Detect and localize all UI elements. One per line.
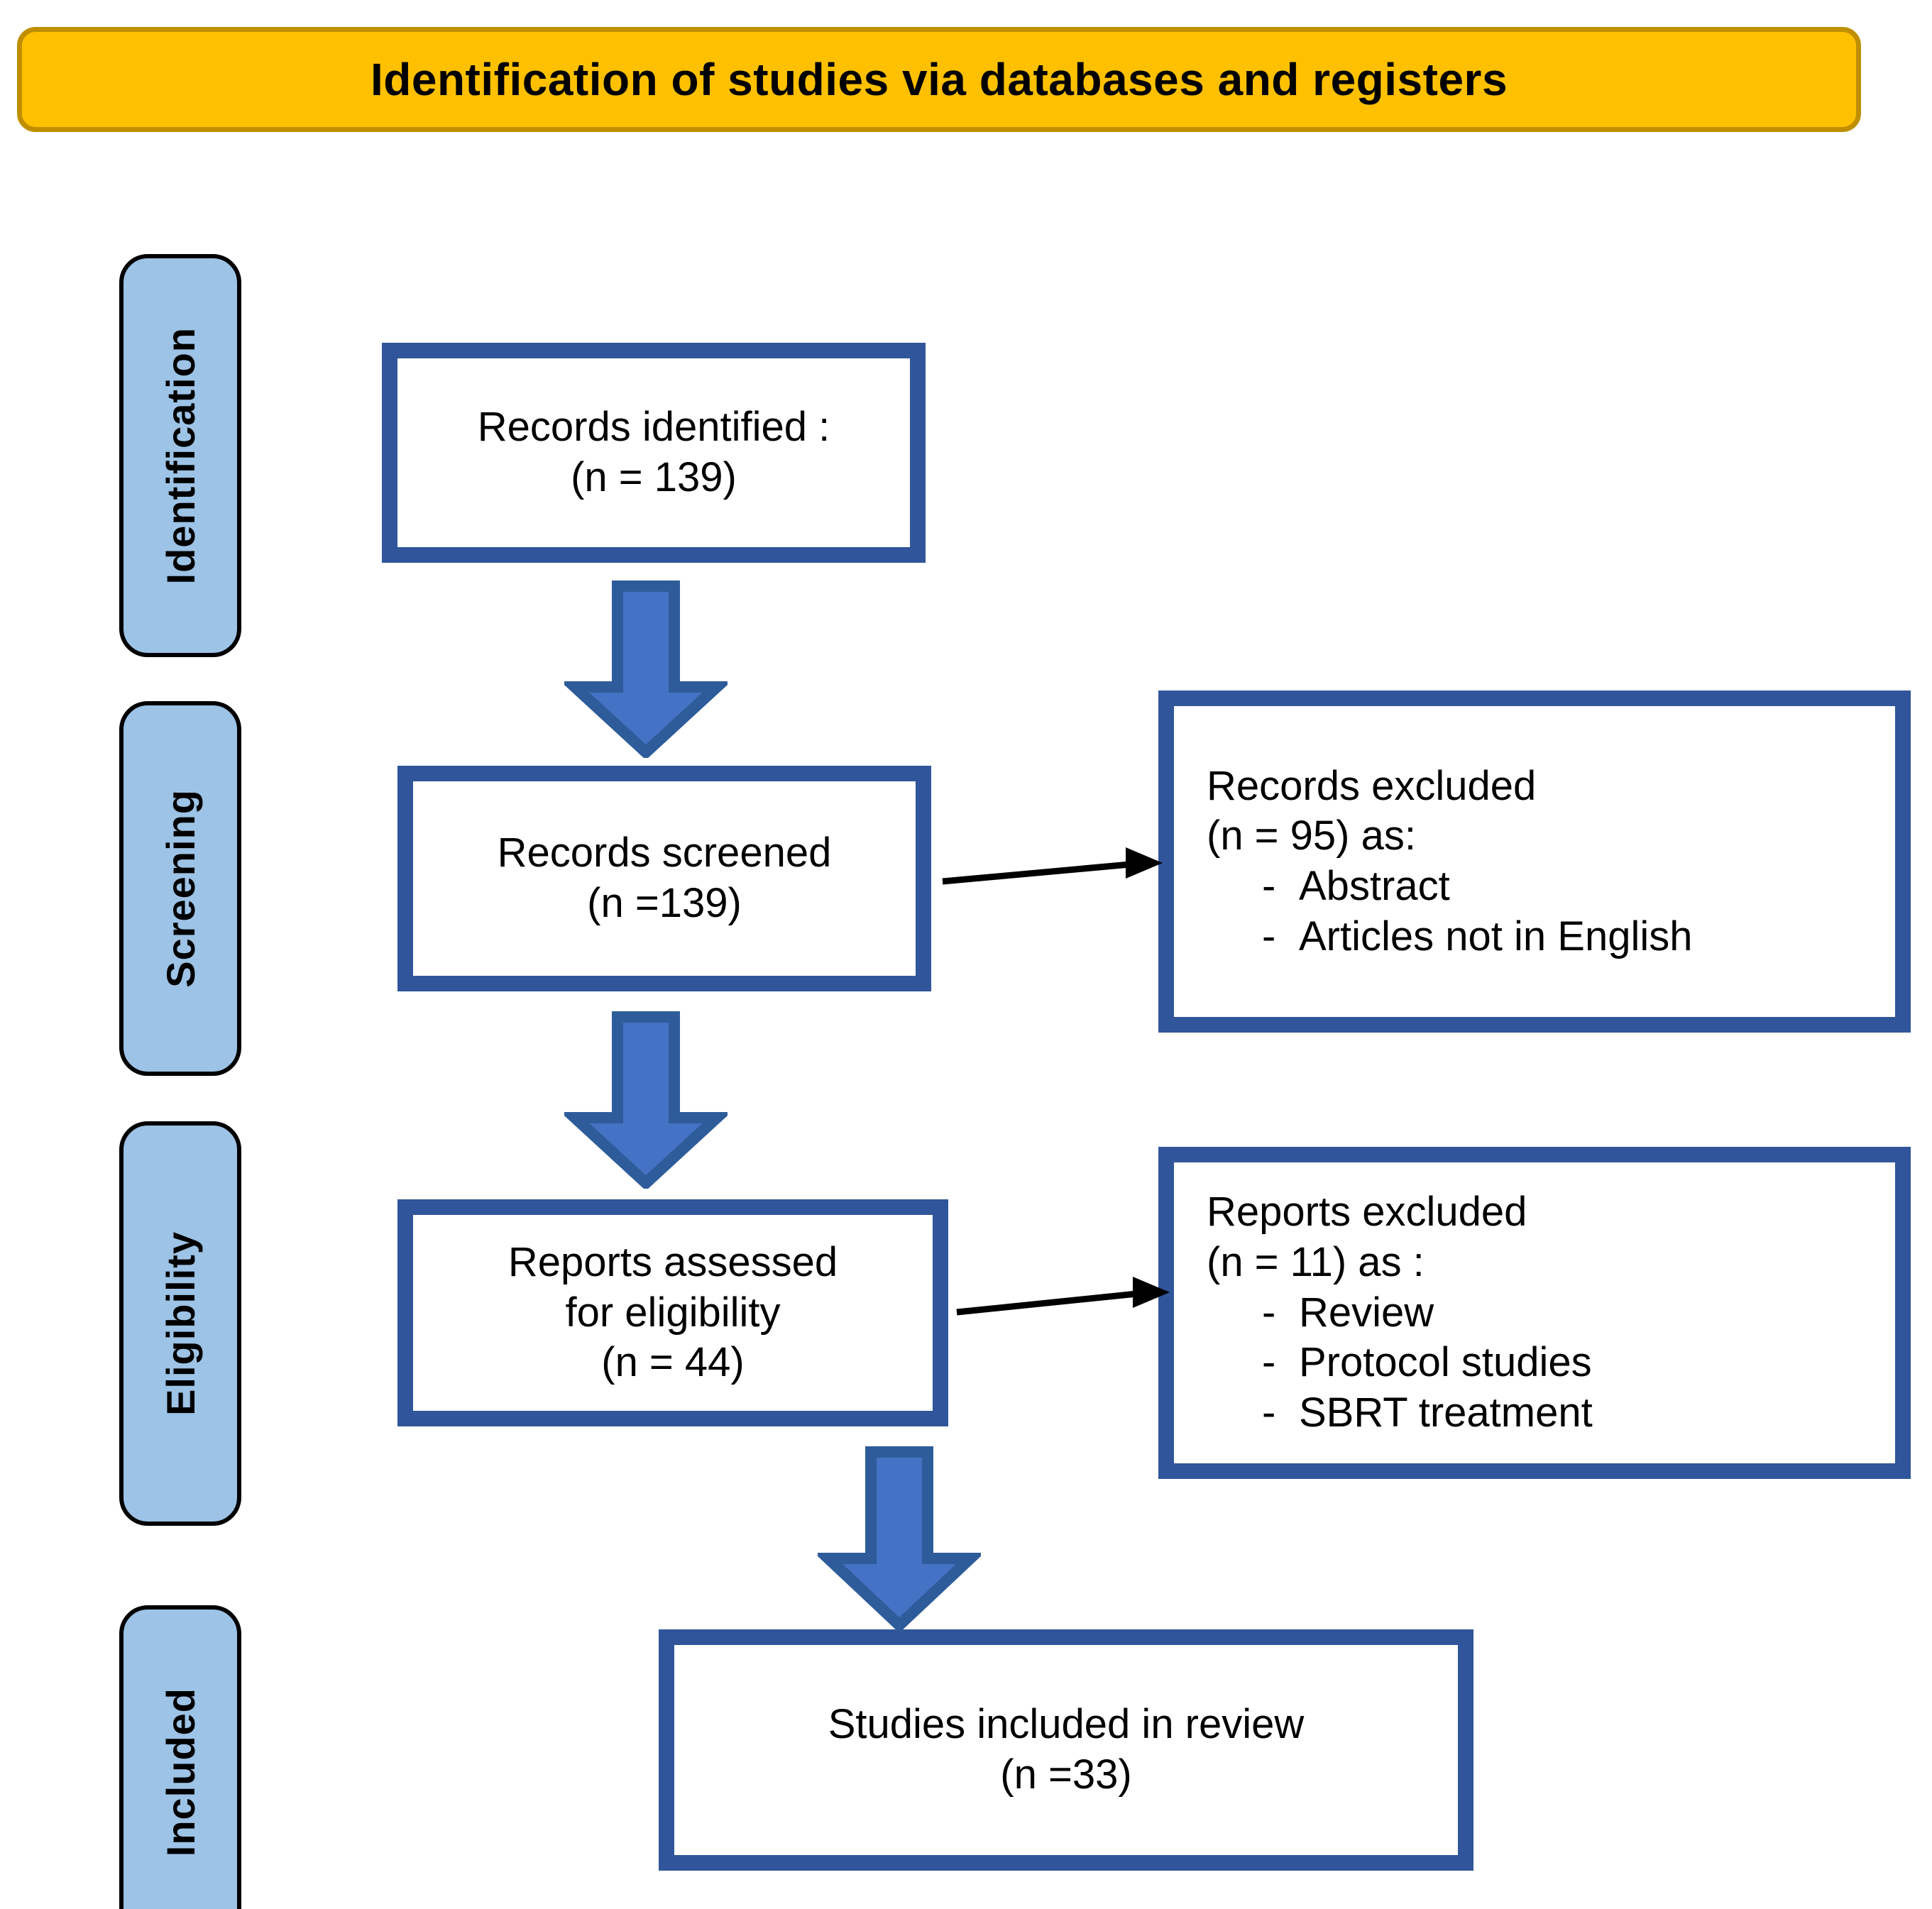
arrow-down-assessed-to-included bbox=[818, 1446, 981, 1631]
box-reports-excluded-bullet-1-text: Protocol studies bbox=[1299, 1339, 1592, 1386]
arrow-down-identified-to-screened bbox=[564, 581, 728, 758]
arrow-down-screened-to-assessed bbox=[564, 1011, 728, 1189]
stage-label-screening: Screening bbox=[119, 701, 241, 1076]
box-reports-assessed-line3: (n = 44) bbox=[601, 1339, 745, 1386]
box-records-excluded-bullet-1: - Articles not in English bbox=[1207, 912, 1692, 962]
box-reports-excluded-line1: Reports excluded bbox=[1207, 1189, 1527, 1236]
box-records-excluded: Records excluded (n = 95) as: - Abstract… bbox=[1158, 691, 1911, 1033]
bullet-marker-icon: - bbox=[1262, 1289, 1276, 1336]
box-studies-included: Studies included in review (n =33) bbox=[659, 1629, 1473, 1871]
stage-label-eligibility: Eligibility bbox=[119, 1121, 241, 1526]
page-title: Identification of studies via databases … bbox=[370, 54, 1508, 105]
connector-assessed-to-reports-excluded bbox=[956, 1277, 1170, 1316]
bullet-marker-icon: - bbox=[1262, 1339, 1276, 1386]
box-studies-included-line1: Studies included in review bbox=[828, 1701, 1305, 1748]
box-records-excluded-line1: Records excluded bbox=[1207, 762, 1537, 809]
box-reports-assessed-line2: for eligibility bbox=[565, 1289, 781, 1336]
box-records-identified: Records identified : (n = 139) bbox=[382, 343, 926, 563]
stage-label-eligibility-text: Eligibility bbox=[158, 1231, 203, 1416]
box-reports-excluded-bullet-2: - SBRT treatment bbox=[1207, 1388, 1593, 1438]
bullet-marker-icon: - bbox=[1262, 913, 1276, 959]
box-reports-excluded-bullet-1: - Protocol studies bbox=[1207, 1338, 1592, 1388]
stage-label-included-text: Included bbox=[158, 1687, 203, 1857]
stage-label-identification-text: Identification bbox=[158, 326, 203, 585]
box-reports-excluded-line2: (n = 11) as : bbox=[1207, 1238, 1425, 1285]
box-records-identified-line1: Records identified : bbox=[477, 404, 830, 451]
box-reports-excluded-bullet-2-text: SBRT treatment bbox=[1299, 1390, 1593, 1436]
stage-label-identification: Identification bbox=[119, 254, 241, 657]
box-records-screened: Records screened (n =139) bbox=[397, 766, 931, 991]
header-banner: Identification of studies via databases … bbox=[17, 27, 1861, 132]
bullet-marker-icon: - bbox=[1262, 863, 1276, 909]
box-reports-excluded: Reports excluded (n = 11) as : - Review … bbox=[1158, 1147, 1911, 1479]
bullet-marker-icon: - bbox=[1262, 1390, 1276, 1436]
box-records-excluded-bullet-1-text: Articles not in English bbox=[1299, 913, 1693, 959]
connector-screened-to-records-excluded bbox=[942, 847, 1163, 885]
box-records-excluded-bullet-0-text: Abstract bbox=[1299, 863, 1450, 909]
box-studies-included-line2: (n =33) bbox=[1000, 1751, 1132, 1798]
stage-label-included: Included bbox=[119, 1605, 241, 1909]
box-records-excluded-bullet-0: - Abstract bbox=[1207, 862, 1450, 912]
box-reports-assessed: Reports assessed for eligibility (n = 44… bbox=[397, 1199, 948, 1426]
box-reports-assessed-line1: Reports assessed bbox=[507, 1238, 838, 1285]
box-records-screened-line1: Records screened bbox=[497, 830, 832, 876]
box-records-screened-line2: (n =139) bbox=[587, 880, 742, 926]
box-reports-excluded-bullet-0-text: Review bbox=[1299, 1289, 1434, 1336]
box-reports-excluded-bullet-0: - Review bbox=[1207, 1288, 1434, 1338]
stage-label-screening-text: Screening bbox=[158, 789, 203, 988]
box-records-excluded-line2: (n = 95) as: bbox=[1207, 813, 1416, 859]
box-records-identified-line2: (n = 139) bbox=[571, 454, 737, 500]
